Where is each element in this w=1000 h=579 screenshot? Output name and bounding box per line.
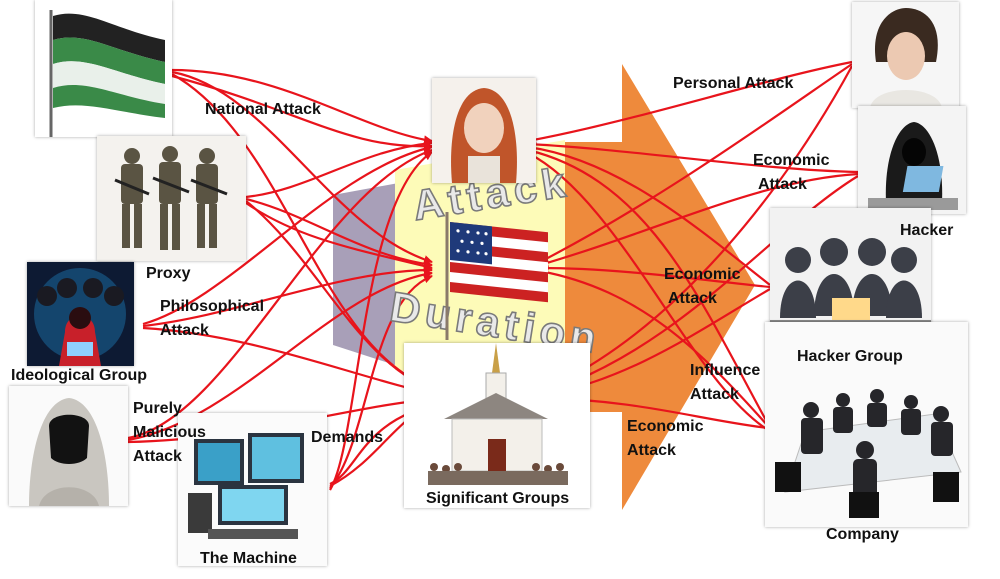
arrow-ideo-person <box>142 144 433 326</box>
significant-groups-photo <box>404 343 590 508</box>
arrow-individual-person <box>527 60 853 144</box>
personal-attack-label: Personal Attack <box>673 75 794 92</box>
woman-portrait-icon <box>432 78 536 183</box>
hacker-label: Hacker <box>900 222 954 239</box>
hacker-photo <box>858 106 966 214</box>
purely-malicious-label-line1: Purely <box>133 400 182 417</box>
arrow-machine-nation <box>329 274 433 489</box>
hacker-icon <box>858 106 966 214</box>
arrow-flag-nation <box>171 70 433 264</box>
economic-attack-label-b2: Attack <box>668 290 717 307</box>
arrow-hacker-person <box>527 139 859 174</box>
timeline-arrow <box>560 64 755 510</box>
computer-workstation-icon <box>178 413 327 566</box>
economic-attack-label-c1: Economic <box>627 418 704 435</box>
economic-attack-label-c2: Attack <box>627 442 676 459</box>
national-attack-label: National Attack <box>205 101 321 118</box>
philosophical-attack-label-line1: Philosophical <box>160 298 265 315</box>
arrow-proxy-person <box>245 139 433 199</box>
demands-label: Demands <box>311 429 384 446</box>
national-flag-photo <box>35 0 172 137</box>
arrow-malicious-person <box>127 148 433 440</box>
arrow-malicious-nation <box>127 269 433 442</box>
ideological-group-label: Ideological Group <box>11 367 148 384</box>
person-target-photo <box>432 78 536 183</box>
purely-malicious-photo <box>9 386 128 506</box>
meeting-room-icon <box>765 322 968 527</box>
economic-attack-label-a2: Attack <box>758 176 807 193</box>
individual-photo <box>852 2 959 108</box>
church-icon <box>404 343 590 508</box>
company-photo <box>765 322 968 527</box>
influence-attack-label-2: Attack <box>690 386 739 403</box>
person-portrait-icon <box>852 2 959 108</box>
machine-photo <box>178 413 327 566</box>
proxy-label: Proxy <box>146 265 191 282</box>
hacker-group-photo <box>770 208 931 334</box>
arrow-proxy-nation <box>245 197 433 269</box>
company-label: Company <box>826 526 899 543</box>
hacker-group-label: Hacker Group <box>797 348 903 365</box>
economic-attack-label-b1: Economic <box>664 266 741 283</box>
proxy-photo <box>97 136 246 261</box>
soldiers-icon <box>97 136 246 261</box>
purely-malicious-label-line2: Malicious <box>133 424 206 441</box>
hooded-figure-icon <box>9 386 128 506</box>
influence-attack-label-1: Influence <box>690 362 761 379</box>
ideological-group-photo <box>27 262 134 366</box>
purely-malicious-label-line3: Attack <box>133 448 182 465</box>
machine-label: The Machine <box>200 550 297 567</box>
arrow-flag-person <box>171 68 433 145</box>
economic-attack-label-a1: Economic <box>753 152 830 169</box>
arrow-hackergroup-person <box>527 143 771 286</box>
hooded-group-icon <box>27 262 134 366</box>
significant-groups-label: Significant Groups <box>426 490 570 507</box>
philosophical-attack-label-line2: Attack <box>160 322 209 339</box>
arrow-ideo-nation <box>142 265 433 328</box>
us-flag-icon <box>445 212 548 340</box>
national-flag-icon <box>49 10 165 137</box>
arrow-company-person <box>527 147 769 425</box>
arrow-machine-person <box>329 151 433 491</box>
